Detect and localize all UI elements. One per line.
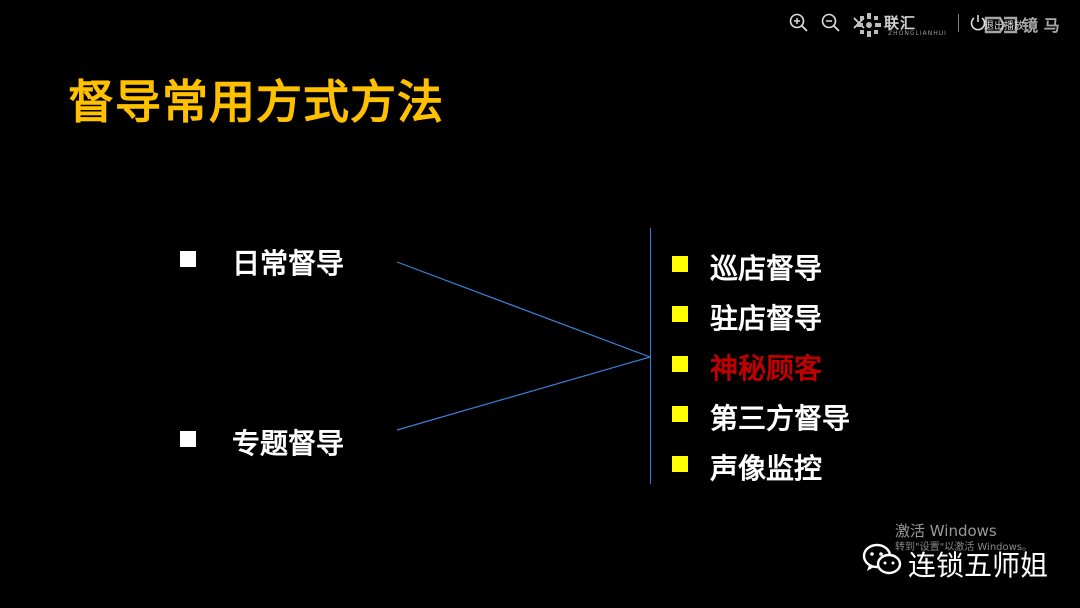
bullet-square-icon: [672, 256, 688, 272]
left-item-label: 专题督导: [232, 427, 345, 460]
presentation-toolbar: 联汇 ZHONGLIANHUI 退出播放 镜 马: [786, 8, 1076, 38]
right-item-label: 巡店督导: [710, 252, 823, 285]
brand-mark-icon: [857, 13, 881, 37]
brand-logo-zhonglianhui: 联汇 ZHONGLIANHUI: [856, 12, 948, 38]
brand-overlay-icon: [984, 16, 1018, 34]
bullet-square-icon: [180, 431, 196, 447]
brand-logo-overlay: 镜 马: [982, 12, 1074, 38]
account-watermark: 连锁五师姐: [908, 549, 1049, 582]
bullet-square-icon: [672, 456, 688, 472]
brand-subtitle: ZHONGLIANHUI: [888, 30, 947, 37]
bullet-square-icon: [180, 251, 196, 267]
brand-name: 联汇: [884, 14, 917, 32]
activate-windows-subtitle: 转到"设置"以激活 Windows。: [895, 542, 1033, 553]
connector-line-daily: [396, 261, 651, 358]
zoom-in-icon[interactable]: [788, 12, 810, 34]
slide-title: 督导常用方式方法: [68, 75, 444, 129]
bullet-square-icon: [672, 306, 688, 322]
right-item-label: 驻店督导: [710, 302, 823, 335]
right-item-label-highlight: 神秘顾客: [710, 352, 823, 385]
bullet-square-icon: [672, 356, 688, 372]
power-icon[interactable]: [968, 13, 988, 33]
right-item-label: 第三方督导: [710, 402, 851, 435]
left-item-label: 日常督导: [232, 247, 345, 280]
toolbar-divider: [958, 14, 959, 32]
brand-overlay-name: 镜 马: [1022, 16, 1060, 35]
bullet-square-icon: [672, 406, 688, 422]
connector-line-special: [396, 356, 651, 431]
wechat-icon: [862, 543, 902, 575]
zoom-out-icon[interactable]: [820, 12, 842, 34]
right-item-label: 声像监控: [710, 452, 823, 485]
activate-windows-title: 激活 Windows: [895, 522, 997, 540]
bracket-line: [650, 228, 651, 484]
